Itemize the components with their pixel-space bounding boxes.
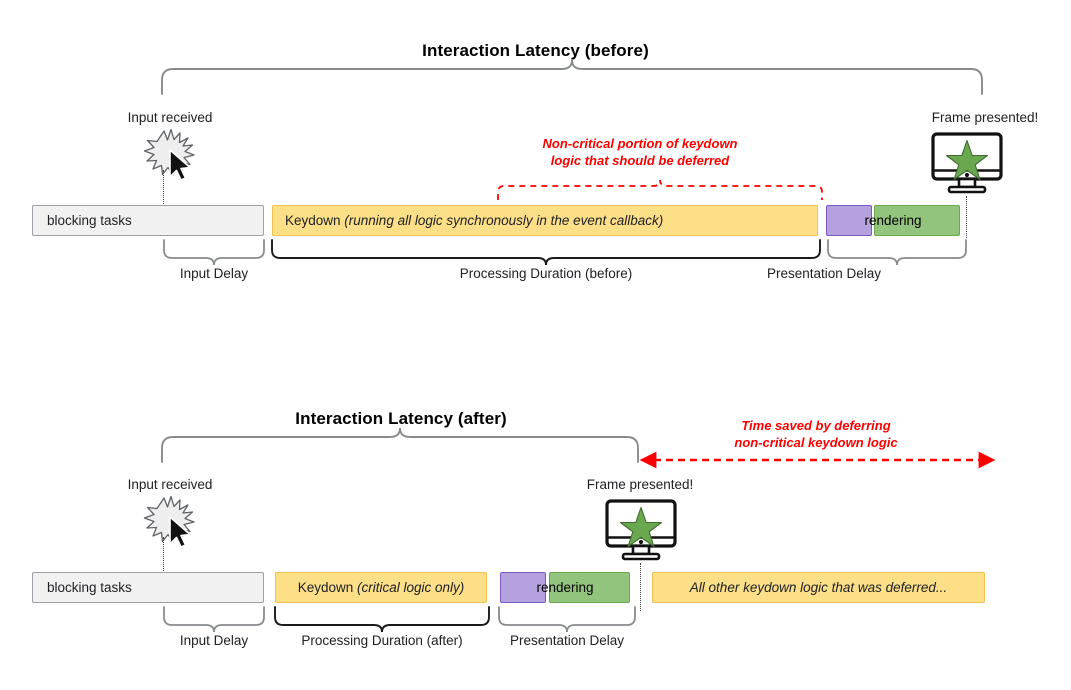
brace-processing-duration-before-label: Processing Duration (before) <box>459 266 633 281</box>
diagram-before-annotation-brace <box>497 179 823 200</box>
diagram-after-title: Interaction Latency (after) <box>295 409 507 428</box>
bar-rendering-label-before: rendering <box>864 213 922 228</box>
bar-pre-render-after[interactable] <box>500 572 546 603</box>
sparkle-cursor-icon <box>143 495 195 548</box>
brace-processing-duration-before <box>271 239 821 266</box>
bar-keydown-before-detail: (running all logic synchronously in the … <box>344 212 664 228</box>
diagram-after-input-received-label: Input received <box>127 477 213 492</box>
brace-presentation-delay-before <box>827 239 967 266</box>
bar-deferred-after[interactable]: All other keydown logic that was deferre… <box>652 572 985 603</box>
monitor-star-icon <box>931 132 1003 194</box>
diagram-before-title: Interaction Latency (before) <box>422 41 649 60</box>
diagram-after-annotation-line2: non-critical keydown logic <box>734 434 898 450</box>
brace-presentation-delay-before-label: Presentation Delay <box>766 266 882 281</box>
diagram-after-time-saved-arrow <box>639 451 996 469</box>
brace-processing-duration-after-label: Processing Duration (after) <box>301 633 463 648</box>
bar-rendering-label-after: rendering <box>536 580 594 595</box>
bar-keydown-before[interactable]: Keydown (running all logic synchronously… <box>272 205 818 236</box>
bar-blocking-tasks-before-label: blocking tasks <box>47 212 132 228</box>
brace-input-delay-after <box>163 606 265 633</box>
diagram-before-latency-brace <box>161 59 983 95</box>
brace-processing-duration-after <box>274 606 490 633</box>
brace-presentation-delay-after <box>498 606 636 633</box>
brace-presentation-delay-after-label: Presentation Delay <box>509 633 625 648</box>
sparkle-cursor-icon <box>143 128 195 181</box>
bar-keydown-before-label: Keydown <box>285 212 345 228</box>
diagram-before-annotation: Non-critical portion of keydown logic th… <box>460 136 820 169</box>
diagram-after-latency-brace <box>161 427 639 463</box>
bar-pre-render-before[interactable] <box>826 205 872 236</box>
bar-blocking-tasks-after-label: blocking tasks <box>47 579 132 595</box>
diagram-before-annotation-line1: Non-critical portion of keydown <box>542 136 738 151</box>
bar-blocking-tasks-after[interactable]: blocking tasks <box>32 572 264 603</box>
diagram-after-annotation: Time saved by deferring non-critical key… <box>645 418 987 451</box>
diagram-before-input-received-label: Input received <box>127 110 213 125</box>
diagram-after-input-connector <box>163 537 164 573</box>
bar-render-before[interactable] <box>874 205 960 236</box>
diagram-before-annotation-line2: logic that should be deferred <box>550 152 730 168</box>
monitor-star-icon <box>605 499 677 561</box>
brace-input-delay-before-label: Input Delay <box>179 266 249 281</box>
diagram-before-frame-connector <box>966 196 967 238</box>
bar-render-after[interactable] <box>549 572 630 603</box>
bar-keydown-after-detail: (critical logic only) <box>357 579 465 595</box>
bar-keydown-after[interactable]: Keydown (critical logic only) <box>275 572 487 603</box>
bar-deferred-after-label: All other keydown logic that was deferre… <box>689 579 948 595</box>
brace-input-delay-before <box>163 239 265 266</box>
diagram-before-frame-presented-label: Frame presented! <box>931 110 1039 125</box>
diagram-after-frame-connector <box>640 563 641 611</box>
diagram-before-input-connector <box>163 170 164 206</box>
bar-keydown-after-label: Keydown <box>297 579 357 595</box>
diagram-after-frame-presented-label: Frame presented! <box>586 477 694 492</box>
brace-input-delay-after-label: Input Delay <box>179 633 249 648</box>
diagram-after-annotation-line1: Time saved by deferring <box>741 418 891 433</box>
bar-blocking-tasks-before[interactable]: blocking tasks <box>32 205 264 236</box>
